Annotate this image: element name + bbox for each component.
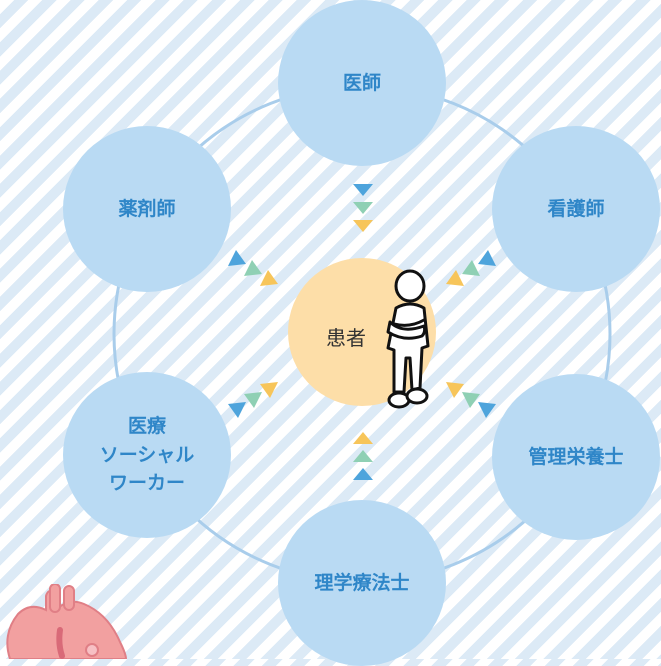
node-nurse: 看護師 bbox=[492, 126, 660, 292]
node-doctor: 医師 bbox=[278, 0, 446, 166]
arrow-group-lower-right bbox=[446, 382, 496, 418]
node-social-worker: 医療 ソーシャル ワーカー bbox=[63, 372, 231, 538]
node-dietitian-label: 管理栄養士 bbox=[528, 445, 624, 468]
arrow-bottom-2 bbox=[353, 450, 373, 462]
node-physical-therapist: 理学療法士 bbox=[278, 500, 446, 666]
node-nurse-label: 看護師 bbox=[547, 197, 605, 220]
arrow-ur-1 bbox=[478, 250, 496, 266]
arrow-ur-3 bbox=[446, 270, 464, 286]
node-pharmacist: 薬剤師 bbox=[63, 126, 231, 292]
arrow-lr-2 bbox=[462, 392, 480, 408]
node-doctor-label: 医師 bbox=[342, 71, 381, 94]
arrow-group-top bbox=[353, 184, 373, 232]
patient-label: 患者 bbox=[326, 326, 366, 350]
arrow-group-upper-right bbox=[446, 250, 496, 286]
node-social-worker-label-1: 医療 bbox=[127, 415, 166, 438]
arrow-top-2 bbox=[353, 202, 373, 214]
node-dietitian: 管理栄養士 bbox=[492, 374, 660, 540]
arrow-lr-1 bbox=[446, 382, 464, 398]
arrow-group-upper-left bbox=[228, 250, 278, 286]
arrow-ll-2 bbox=[244, 392, 262, 408]
person-icon bbox=[386, 269, 430, 409]
arrow-ul-1 bbox=[228, 250, 246, 266]
arrow-ul-3 bbox=[260, 270, 278, 286]
arrow-lr-3 bbox=[478, 402, 496, 418]
arrow-top-1 bbox=[353, 184, 373, 196]
heart-icon bbox=[6, 584, 128, 659]
node-social-worker-label-3: ワーカー bbox=[108, 472, 185, 495]
arrow-ur-2 bbox=[462, 260, 480, 276]
node-social-worker-label-2: ソーシャル bbox=[99, 443, 195, 466]
arrow-group-lower-left bbox=[228, 382, 278, 418]
node-physical-therapist-label: 理学療法士 bbox=[314, 571, 410, 594]
node-pharmacist-label: 薬剤師 bbox=[118, 197, 176, 220]
arrow-ll-1 bbox=[260, 382, 278, 398]
arrow-ll-3 bbox=[228, 402, 246, 418]
arrow-group-bottom bbox=[353, 432, 373, 480]
arrow-ul-2 bbox=[244, 260, 262, 276]
arrow-bottom-3 bbox=[353, 468, 373, 480]
arrow-top-3 bbox=[353, 220, 373, 232]
arrow-bottom-1 bbox=[353, 432, 373, 444]
